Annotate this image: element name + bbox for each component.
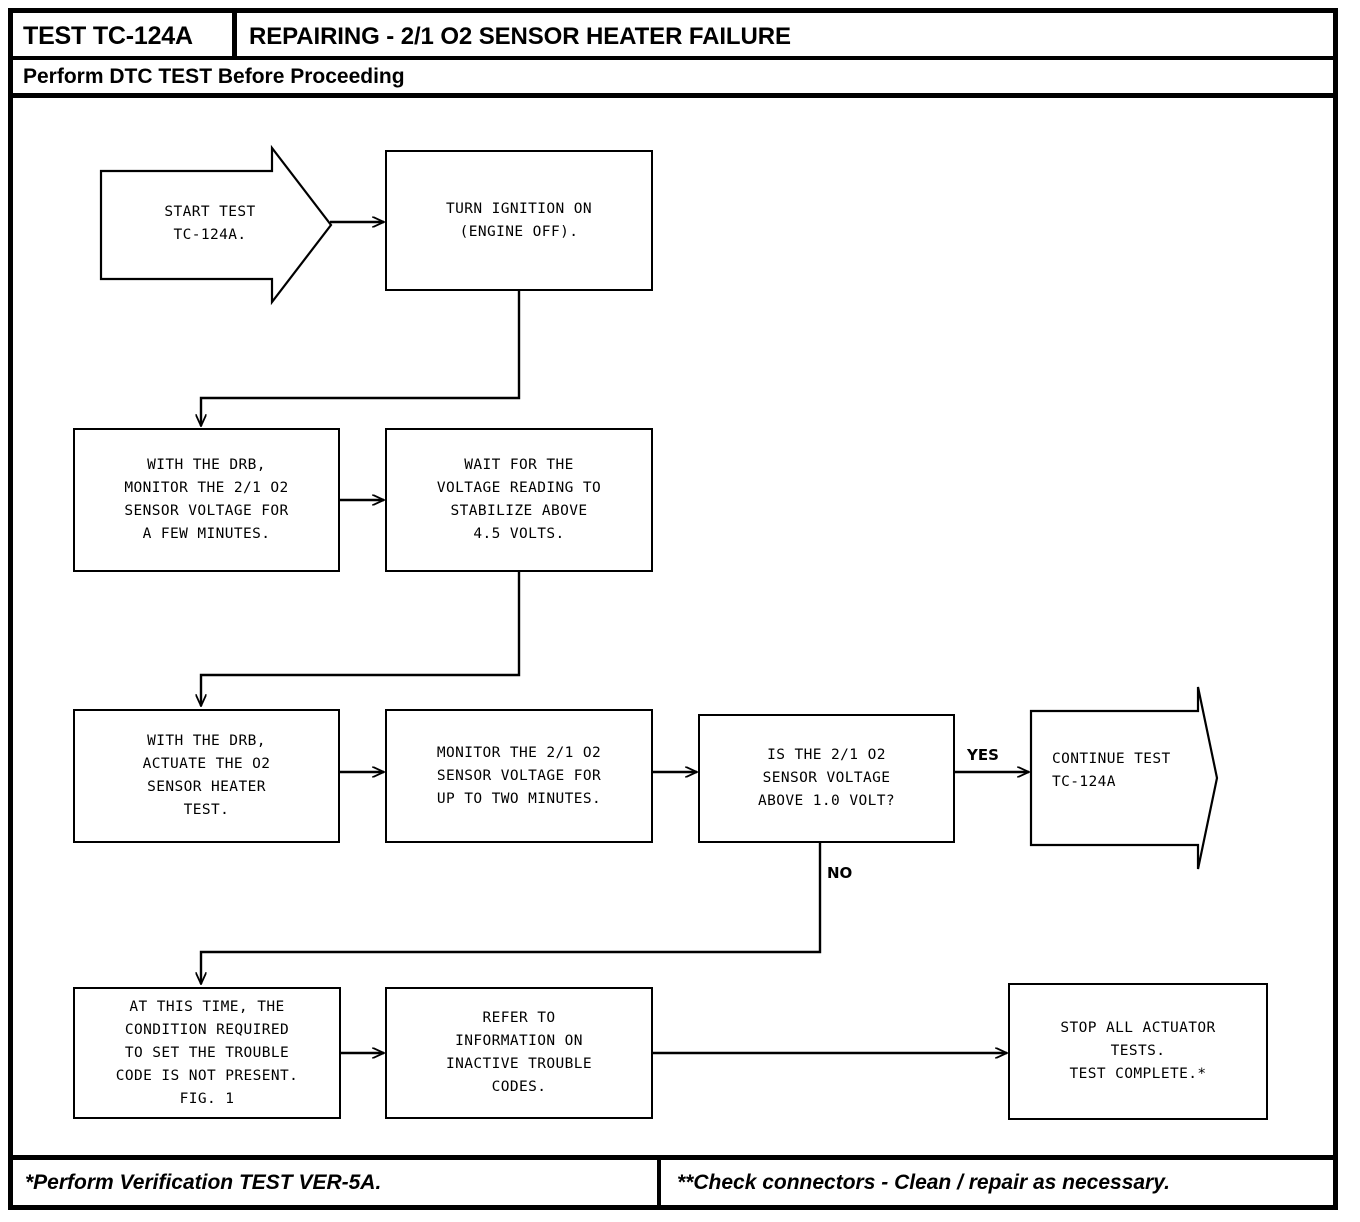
header-band: TEST TC-124A REPAIRING - 2/1 O2 SENSOR H…	[13, 13, 1333, 60]
test-id-label: TEST TC-124A	[23, 22, 193, 50]
footer-note-left-label: *Perform Verification TEST VER-5A.	[25, 1170, 382, 1194]
page-title: REPAIRING - 2/1 O2 SENSOR HEATER FAILURE	[249, 22, 791, 50]
node-monitor-voltage-label: WITH THE DRB, MONITOR THE 2/1 O2 SENSOR …	[124, 457, 289, 542]
branch-label-no: NO	[827, 864, 853, 882]
node-decision-voltage-label: IS THE 2/1 O2 SENSOR VOLTAGE ABOVE 1.0 V…	[758, 747, 895, 809]
start-test-label: START TEST TC-124A.	[164, 204, 256, 243]
footer-band: *Perform Verification TEST VER-5A. **Che…	[13, 1155, 1333, 1205]
node-stop-actuator: STOP ALL ACTUATOR TESTS. TEST COMPLETE.*	[1008, 983, 1268, 1120]
node-turn-ignition: TURN IGNITION ON (ENGINE OFF).	[385, 150, 653, 291]
continue-test-label: CONTINUE TEST TC-124A	[1052, 751, 1171, 790]
node-refer-inactive-label: REFER TO INFORMATION ON INACTIVE TROUBLE…	[445, 1010, 593, 1095]
subheader-label: Perform DTC TEST Before Proceeding	[23, 64, 405, 88]
node-monitor-voltage: WITH THE DRB, MONITOR THE 2/1 O2 SENSOR …	[73, 428, 340, 572]
node-monitor-two-minutes-label: MONITOR THE 2/1 O2 SENSOR VOLTAGE FOR UP…	[436, 744, 602, 807]
continue-test-arrow-shape: CONTINUE TEST TC-124A	[1029, 686, 1219, 870]
node-wait-stabilize-label: WAIT FOR THE VOLTAGE READING TO STABILIZ…	[436, 457, 602, 542]
node-wait-stabilize: WAIT FOR THE VOLTAGE READING TO STABILIZ…	[385, 428, 653, 572]
node-decision-voltage: IS THE 2/1 O2 SENSOR VOLTAGE ABOVE 1.0 V…	[698, 714, 955, 843]
subheader-band: Perform DTC TEST Before Proceeding	[13, 60, 1333, 98]
node-refer-inactive: REFER TO INFORMATION ON INACTIVE TROUBLE…	[385, 987, 653, 1119]
footer-note-left: *Perform Verification TEST VER-5A.	[13, 1160, 661, 1205]
node-actuate-heater: WITH THE DRB, ACTUATE THE O2 SENSOR HEAT…	[73, 709, 340, 843]
test-id-box: TEST TC-124A	[13, 13, 237, 60]
footer-note-right-label: **Check connectors - Clean / repair as n…	[677, 1170, 1170, 1194]
footer-note-right: **Check connectors - Clean / repair as n…	[665, 1160, 1333, 1205]
branch-label-yes: YES	[967, 746, 999, 764]
start-test-arrow-shape: START TEST TC-124A.	[99, 144, 333, 306]
node-turn-ignition-label: TURN IGNITION ON (ENGINE OFF).	[445, 200, 593, 240]
node-monitor-two-minutes: MONITOR THE 2/1 O2 SENSOR VOLTAGE FOR UP…	[385, 709, 653, 843]
node-stop-actuator-label: STOP ALL ACTUATOR TESTS. TEST COMPLETE.*	[1060, 1020, 1216, 1082]
node-condition-not-present: AT THIS TIME, THE CONDITION REQUIRED TO …	[73, 987, 341, 1119]
node-actuate-heater-label: WITH THE DRB, ACTUATE THE O2 SENSOR HEAT…	[142, 733, 271, 818]
node-condition-not-present-label: AT THIS TIME, THE CONDITION REQUIRED TO …	[115, 998, 299, 1107]
page-frame	[8, 8, 1338, 1210]
